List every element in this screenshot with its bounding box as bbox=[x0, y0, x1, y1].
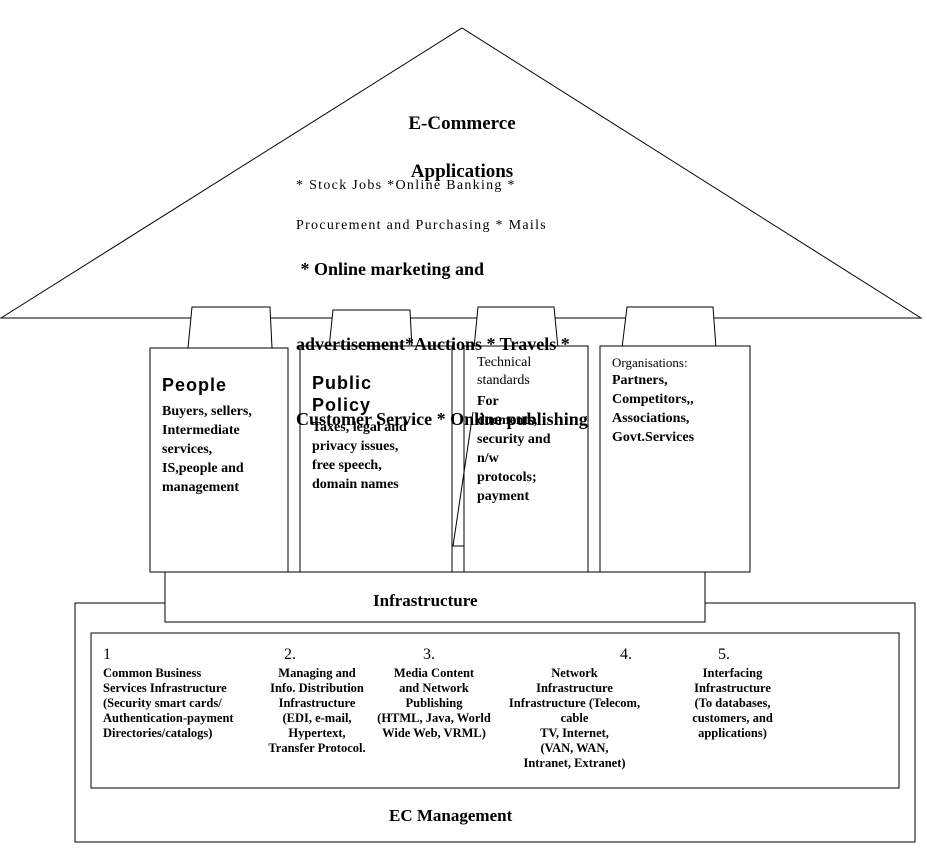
roof-bold-line3: Customer Service * Online publishing bbox=[296, 409, 588, 429]
roof-applications-list: * Stock Jobs *Online Banking * Procureme… bbox=[296, 156, 547, 256]
infrastructure-number-5: 5. bbox=[718, 646, 730, 663]
infrastructure-number-4: 4. bbox=[620, 646, 632, 663]
roof-items-line1: * Stock Jobs *Online Banking * bbox=[296, 178, 516, 193]
pillar-organisations bbox=[599, 345, 751, 573]
infrastructure-col-common-business: Common Business Services Infrastructure … bbox=[103, 666, 234, 740]
pillar-people-body: Buyers, sellers, Intermediate services, … bbox=[162, 404, 252, 495]
ec-management-label: EC Management bbox=[389, 806, 513, 825]
connector-slash bbox=[452, 411, 474, 547]
pillar-organisations-heading: Organisations: bbox=[612, 355, 688, 370]
infrastructure-detail-box bbox=[90, 632, 900, 789]
pillar-technical-standards-body: For docments, security and n/w protocols… bbox=[477, 394, 551, 504]
infrastructure-col-managing-info: Managing and Info. Distribution Infrastr… bbox=[268, 666, 366, 755]
infrastructure-number-2: 2. bbox=[284, 646, 296, 663]
pillar-technical-standards-heading: Technical standards bbox=[477, 355, 532, 388]
roof-bold-line2: advertisement*Auctions * Travels * bbox=[296, 334, 570, 354]
roof-bold-line1: * Online marketing and bbox=[296, 259, 485, 279]
infrastructure-col-interfacing: Interfacing Infrastructure (To databases… bbox=[692, 666, 773, 740]
roof-title-line1: E-Commerce bbox=[408, 113, 516, 134]
roof-title: E-Commerce Applications bbox=[362, 88, 562, 208]
roof-items-line2: Procurement and Purchasing * Mails bbox=[296, 218, 548, 233]
infrastructure-col-media-content: Media Content and Network Publishing (HT… bbox=[377, 666, 491, 740]
pillar-technical-standards bbox=[463, 345, 589, 573]
roof-title-line2: Applications bbox=[410, 161, 514, 182]
roof-applications-bold: * Online marketing and advertisement*Auc… bbox=[296, 207, 588, 482]
infrastructure-band bbox=[164, 571, 706, 623]
pillar-public-policy-heading: Public Policy bbox=[312, 373, 373, 415]
pillar-people-heading: People bbox=[162, 375, 228, 395]
infrastructure-label: Infrastructure bbox=[373, 591, 478, 610]
pillar-public-policy-body: Taxes, legal and privacy issues, free sp… bbox=[312, 420, 407, 492]
infrastructure-number-3: 3. bbox=[423, 646, 435, 663]
infrastructure-col-network: Network Infrastructure Infrastructure (T… bbox=[508, 666, 641, 770]
pillar-organisations-body: Partners, Competitors,, Associations, Go… bbox=[612, 373, 695, 445]
pillar-people bbox=[149, 347, 289, 573]
pillar-tab-people bbox=[187, 306, 273, 349]
infrastructure-number-1: 1 bbox=[103, 646, 111, 663]
roof-triangle bbox=[0, 27, 923, 319]
pillar-tab-organisations bbox=[621, 306, 717, 349]
pillar-public-policy bbox=[299, 345, 453, 573]
